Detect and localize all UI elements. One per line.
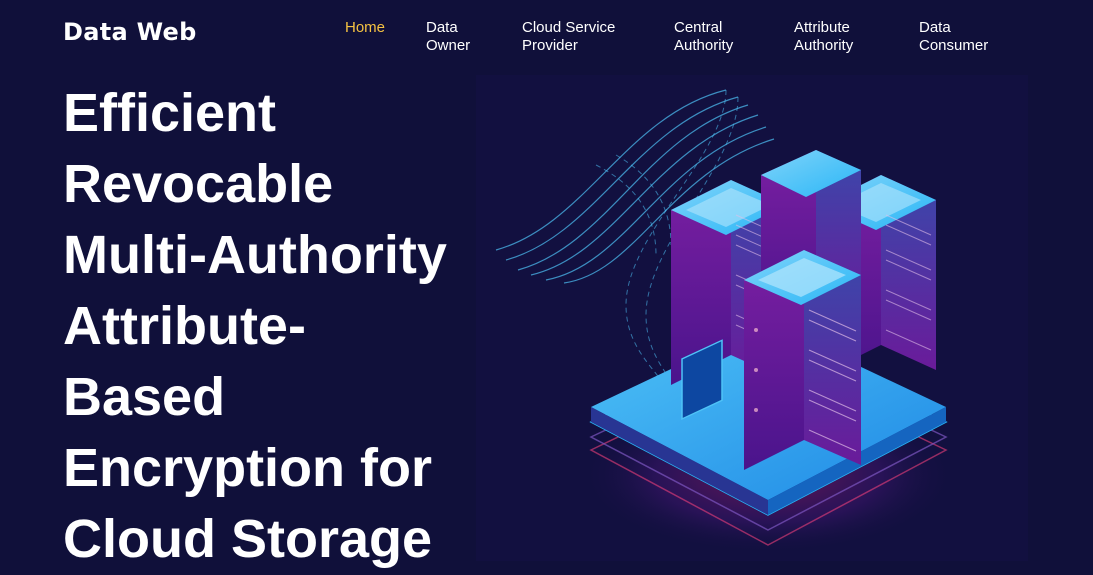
nav-item-home[interactable]: Home: [345, 19, 385, 37]
server-rack-icon: [476, 75, 1028, 561]
hero-title-line: Attribute-: [63, 296, 306, 356]
nav-item-attribute-authority[interactable]: Attribute Authority: [794, 19, 853, 55]
nav-item-label-line2: Provider: [522, 37, 578, 54]
nav-item-data-consumer[interactable]: Data Consumer: [919, 19, 988, 55]
nav-item-label-line1: Data: [426, 19, 458, 36]
nav-item-label-line2: Owner: [426, 37, 471, 54]
nav-item-central-authority[interactable]: Central Authority: [674, 19, 733, 55]
hero-title-line: Multi-Authority: [63, 225, 447, 285]
nav-item-label-line2: Authority: [674, 37, 734, 54]
brand-logo[interactable]: Data Web: [63, 18, 197, 46]
hero-title-line: Based: [63, 367, 226, 427]
nav-item-label-line2: Consumer: [919, 37, 989, 54]
server-rack-illustration: [476, 75, 1028, 561]
nav-item-data-owner[interactable]: Data Owner: [426, 19, 470, 55]
nav-item-label-line1: Attribute: [794, 19, 850, 36]
hero-title: Efficient Revocable Multi-Authority Attr…: [63, 78, 483, 575]
nav-item-cloud-service-provider[interactable]: Cloud Service Provider: [522, 19, 615, 55]
nav-item-label-line1: Cloud Service: [522, 19, 616, 36]
nav-item-label-line1: Data: [919, 19, 951, 36]
hero-title-line: Encryption for: [63, 438, 433, 498]
main-nav: Home Data Owner Cloud Service Provider C…: [0, 19, 1093, 59]
hero-title-line: Revocable: [63, 154, 334, 214]
nav-item-label: Home: [345, 19, 386, 36]
hero-title-line: Efficient: [63, 83, 277, 143]
nav-item-label-line1: Central: [674, 19, 723, 36]
hero-title-line: Cloud Storage: [63, 509, 433, 569]
nav-item-label-line2: Authority: [794, 37, 854, 54]
